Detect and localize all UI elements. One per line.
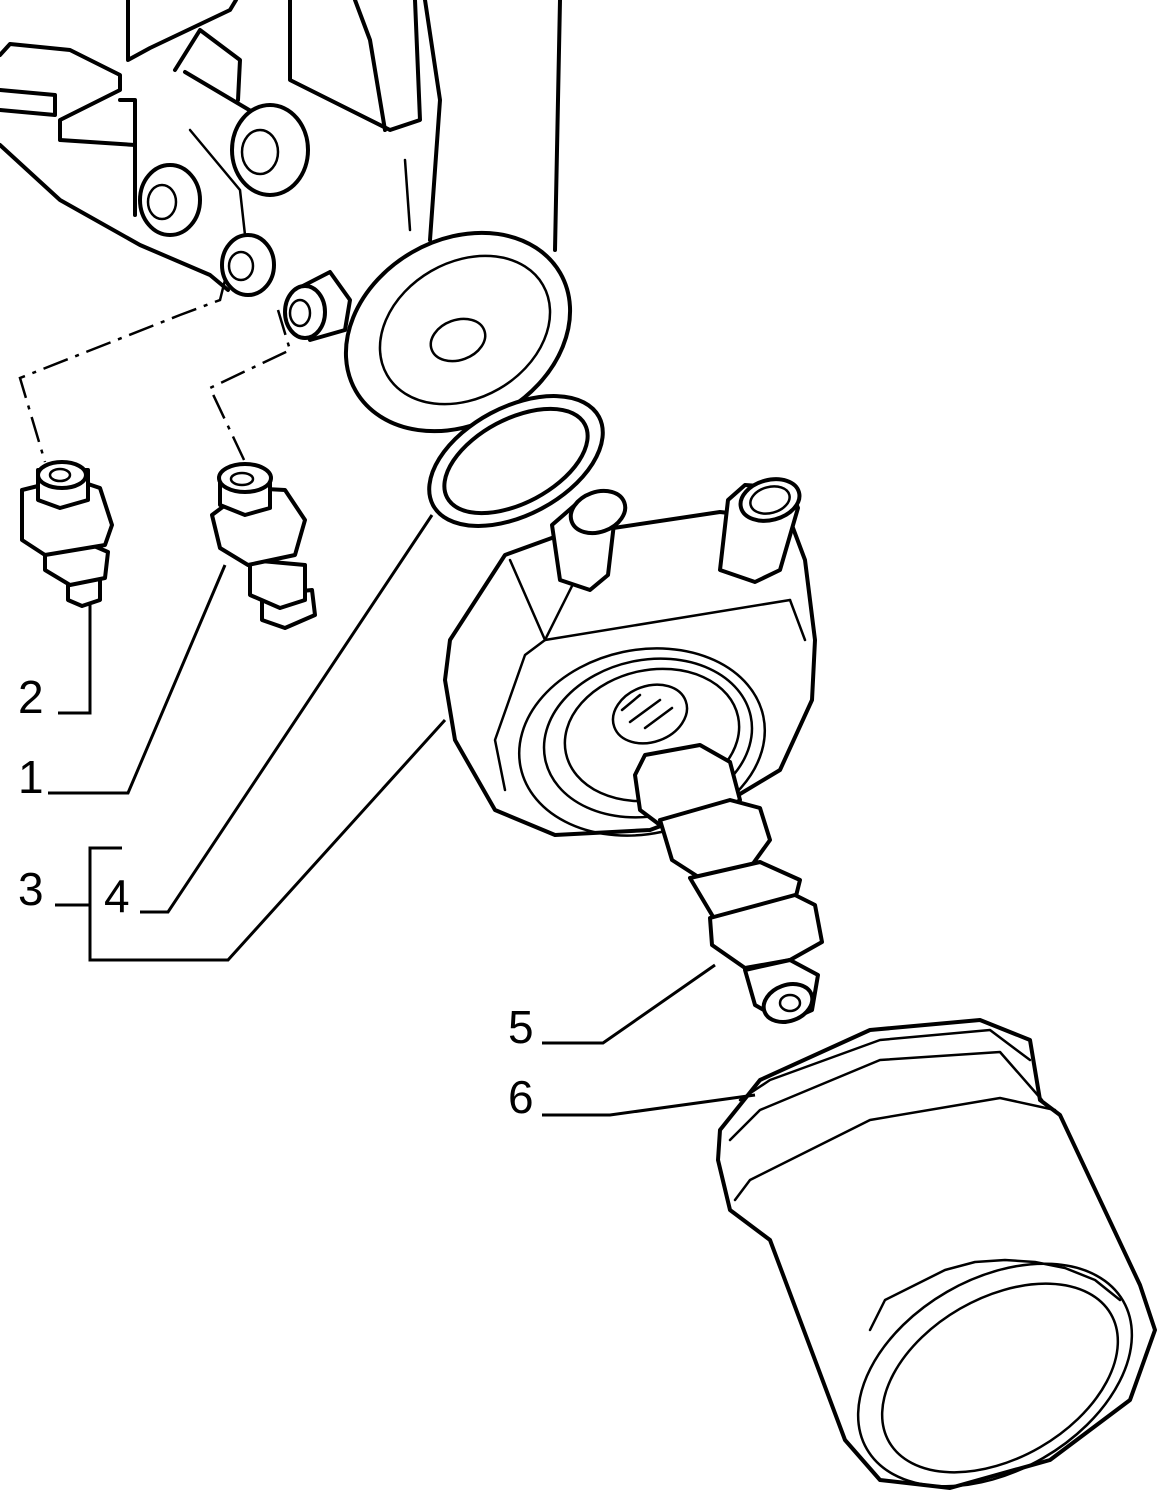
oil-cooler-part-3 [443, 477, 817, 837]
leader-lines [48, 514, 756, 1117]
oil-filter-part-6 [716, 1018, 1157, 1490]
o-ring-part-4 [427, 394, 605, 528]
leader-line-5 [542, 963, 716, 1045]
callout-3: 3 [18, 863, 44, 915]
sensor-part-2 [20, 460, 114, 608]
callouts: 2 1 3 4 5 6 [18, 671, 534, 1123]
callout-2: 2 [18, 671, 44, 723]
sensor-part-1 [210, 462, 317, 630]
leader-line-2 [58, 605, 92, 715]
callout-4: 4 [104, 870, 130, 922]
engine-block-bracket [0, 0, 573, 434]
installation-lines [18, 279, 292, 463]
leader-line-1 [48, 564, 227, 795]
leader-line-4 [140, 514, 434, 914]
leader-line-3 [88, 718, 447, 962]
callout-6: 6 [508, 1071, 534, 1123]
connector-part-5 [633, 743, 824, 1024]
leader-line-6 [542, 1093, 756, 1117]
callout-5: 5 [508, 1001, 534, 1053]
callout-1: 1 [18, 751, 44, 803]
